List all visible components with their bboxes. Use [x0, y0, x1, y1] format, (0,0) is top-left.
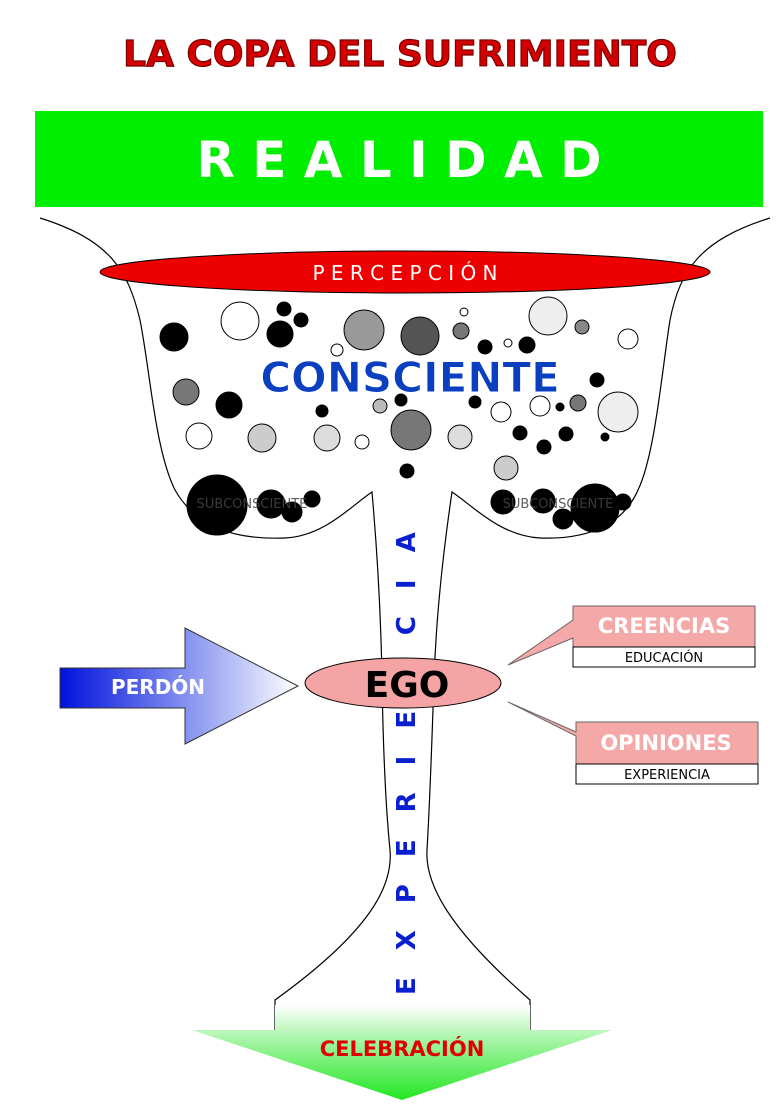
- bubble: [394, 393, 408, 407]
- ego-ellipse: [304, 657, 502, 709]
- bubble: [315, 404, 329, 418]
- experiencia-vertical-label: EXPERIENCIA: [392, 505, 422, 995]
- bubble: [256, 489, 286, 519]
- bubble: [447, 424, 473, 450]
- celebracion-label: CELEBRACIÓN: [320, 1036, 485, 1061]
- bubble: [589, 372, 605, 388]
- bubble: [343, 309, 385, 351]
- perdon-label: PERDÓN: [111, 675, 205, 699]
- bubble: [574, 319, 590, 335]
- bubble: [503, 338, 513, 348]
- bubble: [266, 320, 294, 348]
- bubble: [518, 336, 536, 354]
- experiencia-box: [575, 763, 759, 785]
- bubble: [247, 423, 277, 453]
- opiniones-label: OPINIONES: [600, 731, 731, 755]
- realidad-banner: [35, 111, 763, 207]
- subconsciente-left-label: SUBCONSCIENTE: [197, 497, 308, 512]
- bubble: [330, 343, 344, 357]
- bubble: [399, 463, 415, 479]
- bubble: [490, 489, 516, 515]
- subconsciente-right-label: SUBCONSCIENTE: [503, 497, 614, 512]
- ego-label: EGO: [365, 665, 450, 706]
- bubble: [530, 488, 556, 514]
- bubble: [536, 439, 552, 455]
- bubble: [477, 339, 493, 355]
- bubble: [220, 301, 260, 341]
- bubbles: [159, 296, 639, 536]
- bubble: [372, 398, 388, 414]
- bubble: [172, 378, 200, 406]
- bubble: [558, 426, 574, 442]
- educacion-label: EDUCACIÓN: [625, 650, 703, 666]
- bubble: [555, 402, 565, 412]
- creencias-label: CREENCIAS: [598, 614, 730, 638]
- bubble: [468, 395, 482, 409]
- educacion-box: [572, 646, 756, 668]
- bubble: [276, 301, 292, 317]
- bubble: [552, 508, 574, 530]
- bubble: [390, 409, 432, 451]
- bubble: [490, 401, 512, 423]
- bubble: [597, 391, 639, 433]
- bubble: [529, 395, 551, 417]
- bubble: [614, 493, 632, 511]
- bubble: [512, 425, 528, 441]
- bubble: [493, 455, 519, 481]
- page-title: LA COPA DEL SUFRIMIENTO: [123, 34, 677, 75]
- bubble: [303, 490, 321, 508]
- percepcion-ellipse: [99, 250, 711, 294]
- bubble: [281, 501, 303, 523]
- bubble: [354, 434, 370, 450]
- bubble: [159, 322, 189, 352]
- bubble: [569, 394, 587, 412]
- consciente-label: CONSCIENTE: [260, 353, 560, 402]
- perdon-arrow: [59, 627, 300, 745]
- bubble: [459, 307, 469, 317]
- bubble: [215, 391, 243, 419]
- bubble: [293, 312, 309, 328]
- experiencia-box-label: EXPERIENCIA: [624, 768, 710, 783]
- bubble: [313, 424, 341, 452]
- bubble: [400, 316, 440, 356]
- bubble: [617, 328, 639, 350]
- realidad-label: R E A L I D A D: [196, 131, 601, 189]
- bubble: [186, 474, 248, 536]
- bubble: [528, 296, 568, 336]
- bubble: [185, 422, 213, 450]
- percepcion-label: P E R C E P C I Ó N: [312, 261, 497, 285]
- bubble: [452, 322, 470, 340]
- bubble: [600, 432, 610, 442]
- celebracion-arrow: [192, 1005, 612, 1100]
- opiniones-callout: [507, 701, 759, 765]
- creencias-callout: [507, 605, 756, 666]
